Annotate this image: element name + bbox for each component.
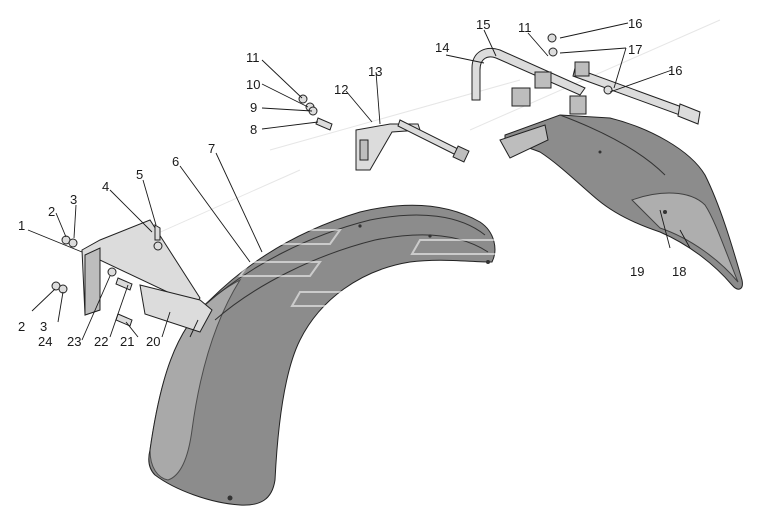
leader-lines bbox=[27, 22, 691, 341]
callout-label: 17 bbox=[628, 42, 642, 57]
callout-label: 22 bbox=[94, 334, 108, 349]
callout-label: 16 bbox=[668, 63, 682, 78]
callout-label: 2 bbox=[18, 319, 25, 334]
callout-label: 21 bbox=[120, 334, 134, 349]
callout-label: 10 bbox=[246, 77, 260, 92]
callout-label: 20 bbox=[146, 334, 160, 349]
callout-label: 11 bbox=[246, 50, 260, 65]
callout-label: 14 bbox=[435, 40, 449, 55]
rear-tube-assembly bbox=[471, 33, 701, 125]
callout-label: 4 bbox=[102, 179, 109, 194]
callout-label: 5 bbox=[136, 167, 143, 182]
callout-label: 13 bbox=[368, 64, 382, 79]
callout-label: 18 bbox=[672, 264, 686, 279]
rear-fender bbox=[499, 114, 743, 290]
callout-label: 2 bbox=[48, 204, 55, 219]
callout-label: 19 bbox=[630, 264, 644, 279]
callout-label: 16 bbox=[628, 16, 642, 31]
callout-label: 24 bbox=[38, 334, 52, 349]
small-hardware bbox=[298, 94, 333, 131]
callout-label: 23 bbox=[67, 334, 81, 349]
callout-label: 1 bbox=[18, 218, 25, 233]
callout-label: 11 bbox=[518, 20, 532, 35]
callout-label: 8 bbox=[250, 122, 257, 137]
callouts: 1 2 3 4 5 6 7 8 9 10 11 12 13 14 15 11 1… bbox=[18, 16, 686, 349]
callout-label: 9 bbox=[250, 100, 257, 115]
callout-label: 15 bbox=[476, 17, 490, 32]
watermark-logo bbox=[238, 199, 512, 349]
main-fender bbox=[148, 204, 496, 506]
callout-label: 3 bbox=[70, 192, 77, 207]
front-bracket-assembly bbox=[51, 219, 213, 333]
callout-label: 6 bbox=[172, 154, 179, 169]
mid-bracket-assembly bbox=[355, 119, 470, 171]
callout-label: 12 bbox=[334, 82, 348, 97]
callout-label: 7 bbox=[208, 141, 215, 156]
callout-label: 3 bbox=[40, 319, 47, 334]
